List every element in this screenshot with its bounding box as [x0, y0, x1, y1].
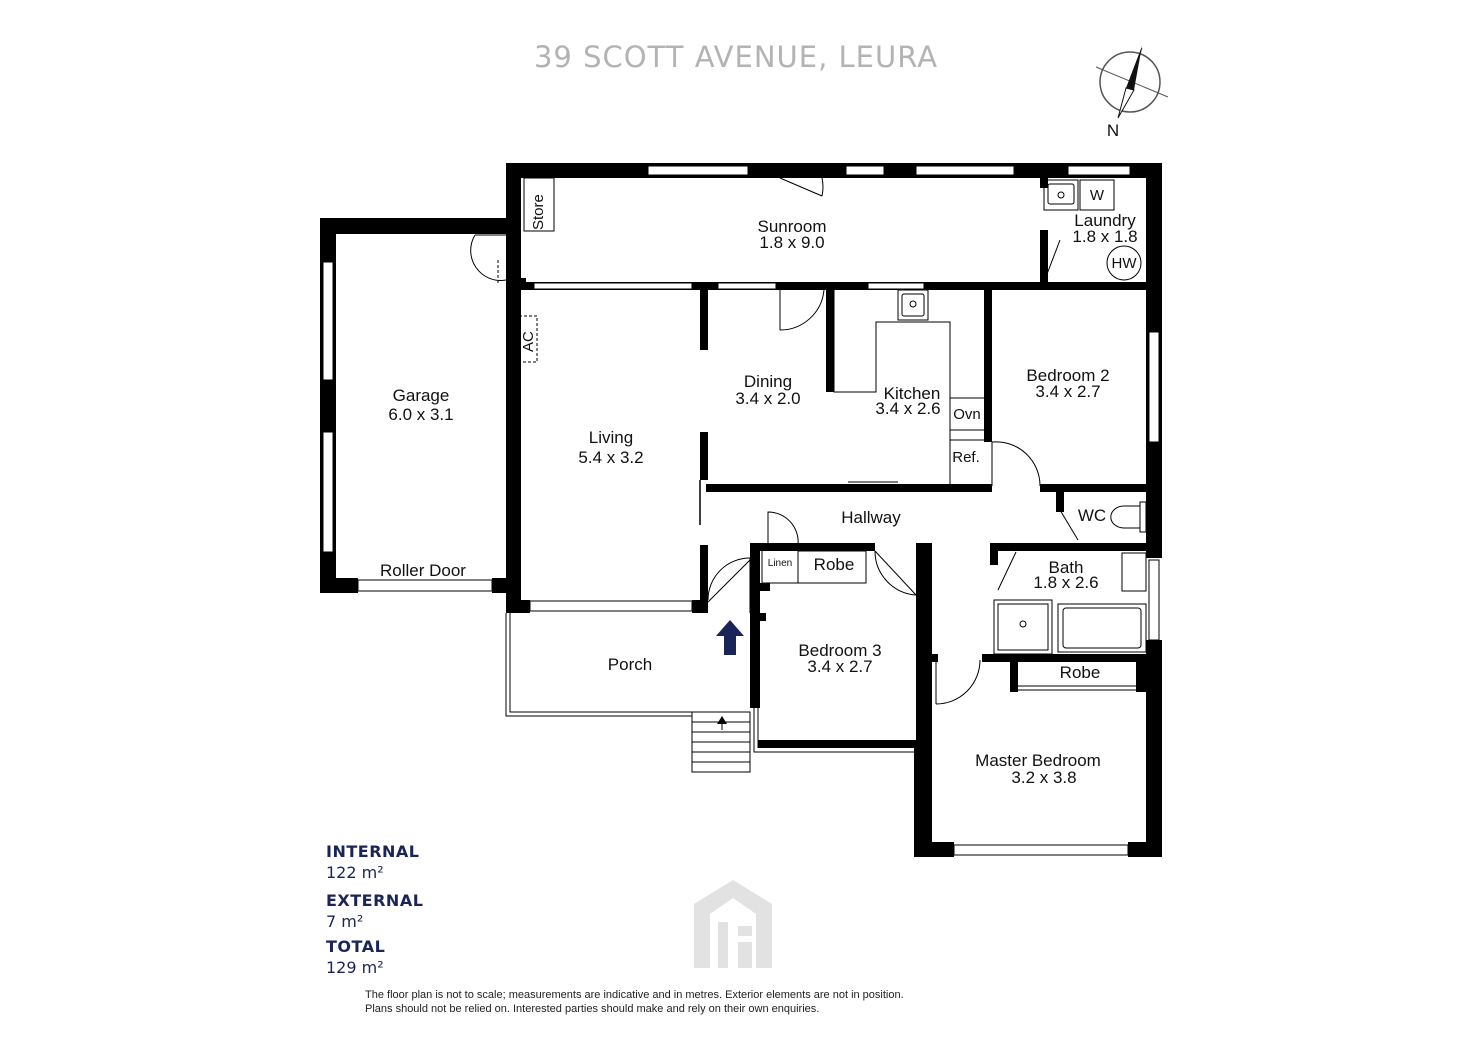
porch-label: Porch: [608, 655, 652, 674]
internal-area-label: INTERNAL: [326, 842, 420, 861]
total-area-value: 129 m²: [326, 958, 384, 977]
kitchen-name: Kitchen: [884, 384, 941, 403]
roller-door-label: Roller Door: [380, 561, 466, 580]
sunroom-size: 1.8 x 9.0: [759, 233, 824, 252]
bedroom3-name: Bedroom 3: [798, 641, 881, 660]
robe-master-label: Robe: [1060, 663, 1101, 682]
external-area-label: EXTERNAL: [326, 891, 424, 910]
living-size: 5.4 x 3.2: [578, 448, 643, 467]
dining-name: Dining: [744, 372, 792, 391]
fixtures: [505, 177, 1147, 773]
doors: [470, 177, 1079, 705]
brand-logo-icon: [694, 880, 772, 968]
wc-label: WC: [1078, 506, 1106, 525]
bath-name: Bath: [1049, 558, 1084, 577]
total-area: TOTAL 129 m²: [326, 937, 385, 977]
external-area-value: 7 m²: [326, 912, 364, 931]
internal-area: INTERNAL 122 m²: [326, 842, 419, 882]
disclaimer-line-2: Plans should not be relied on. Intereste…: [365, 1003, 820, 1015]
bedroom3-size: 3.4 x 2.7: [807, 657, 872, 676]
hallway-label: Hallway: [841, 508, 901, 527]
property-title: 39 SCOTT AVENUE, LEURA: [533, 40, 939, 74]
linen-label: Linen: [768, 558, 792, 569]
windows: [322, 165, 1160, 856]
internal-area-value: 122 m²: [326, 863, 384, 882]
sunroom-name: Sunroom: [758, 217, 827, 236]
disclaimer: The floor plan is not to scale; measurem…: [365, 988, 904, 1016]
garage-name: Garage: [393, 386, 450, 405]
oven-label: Ovn: [953, 406, 981, 423]
compass-icon: [1095, 46, 1169, 119]
total-area-label: TOTAL: [326, 937, 386, 956]
compass-north-label: N: [1107, 121, 1119, 140]
master-bedroom-size: 3.2 x 3.8: [1011, 768, 1076, 787]
fridge-label: Ref.: [952, 449, 980, 466]
laundry-name: Laundry: [1074, 211, 1136, 230]
laundry-size: 1.8 x 1.8: [1072, 227, 1137, 246]
bedroom2-size: 3.4 x 2.7: [1035, 382, 1100, 401]
disclaimer-line-1: The floor plan is not to scale; measurem…: [365, 989, 904, 1001]
master-bedroom-name: Master Bedroom: [975, 751, 1101, 770]
external-area: EXTERNAL 7 m²: [326, 891, 423, 931]
robe-bed3-label: Robe: [814, 555, 855, 574]
hot-water-label: HW: [1112, 255, 1138, 272]
entry-arrow-icon: [716, 620, 744, 655]
dining-size: 3.4 x 2.0: [735, 389, 800, 408]
ac-label: AC: [520, 331, 537, 352]
washer-label: W: [1090, 187, 1105, 204]
store-label: Store: [530, 194, 547, 230]
garage-size: 6.0 x 3.1: [388, 405, 453, 424]
step-arrow-icon: [717, 716, 727, 724]
bedroom2-name: Bedroom 2: [1026, 366, 1109, 385]
bath-size: 1.8 x 2.6: [1033, 573, 1098, 592]
living-name: Living: [589, 428, 633, 447]
kitchen-size: 3.4 x 2.6: [875, 399, 940, 418]
